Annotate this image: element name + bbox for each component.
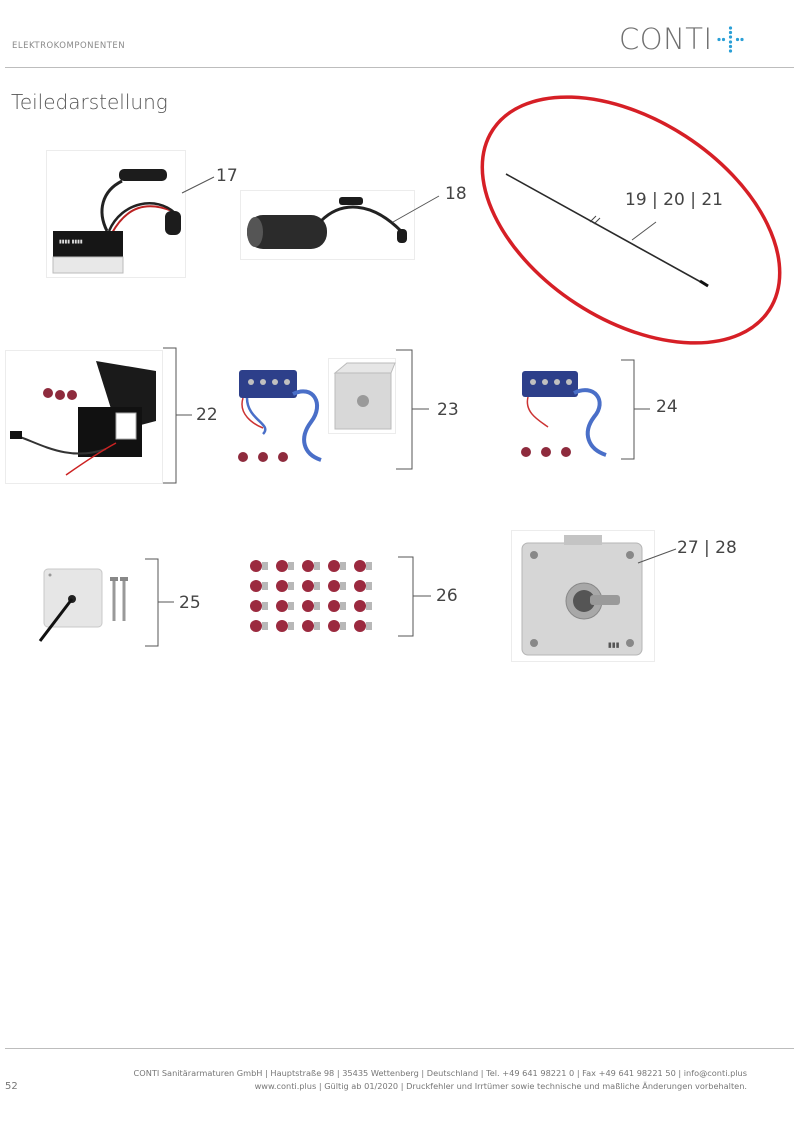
callout-18: 18: [445, 184, 467, 204]
header-rule: [5, 67, 794, 68]
callout-27-28: 27 | 28: [677, 538, 737, 558]
sensor-illustration: [247, 197, 407, 249]
callout-25: 25: [179, 593, 201, 613]
housing-23-image: [328, 358, 396, 434]
footer-validity-line: www.conti.plus | Gültig ab 01/2020 | Dru…: [254, 1081, 747, 1091]
antenna-rod-illustration: [505, 173, 709, 288]
part-17-image: ▮▮▮▮ ▮▮▮▮: [46, 150, 186, 278]
callout-24: 24: [656, 397, 678, 417]
page-title: Teiledarstellung: [11, 90, 168, 114]
module-23-illustration: [238, 370, 322, 462]
page-number: 52: [5, 1081, 18, 1092]
logo-cross-icon: [717, 26, 744, 53]
svg-text:▮▮▮: ▮▮▮: [608, 641, 620, 649]
junction-box-illustration: [10, 361, 156, 476]
part-18-image: [240, 190, 415, 260]
callout-22: 22: [196, 405, 218, 425]
bracket-24: [621, 359, 650, 460]
key-switch-box-illustration: ▮▮▮: [521, 535, 643, 656]
leader-line-27-28: [637, 548, 677, 564]
callout-23: 23: [437, 400, 459, 420]
plug-grid-illustration: [250, 560, 372, 632]
part-22-image: [5, 350, 163, 484]
section-label: ELEKTROKOMPONENTEN: [12, 41, 126, 51]
part-27-28-image: ▮▮▮: [511, 530, 655, 662]
leader-line-17: [181, 176, 215, 194]
bracket-25: [145, 558, 174, 647]
control-unit-illustration: ▮▮▮▮ ▮▮▮▮: [52, 169, 181, 274]
gray-housing-illustration: [333, 362, 396, 430]
bracket-22: [163, 347, 192, 484]
footer-company-line: CONTI Sanitärarmaturen GmbH | Hauptstraß…: [133, 1068, 747, 1078]
bracket-26: [398, 556, 431, 637]
logo-text: CONTI: [619, 22, 713, 56]
footer-rule: [5, 1048, 794, 1049]
leader-line-18: [392, 195, 440, 223]
conti-logo: CONTI: [619, 22, 749, 56]
module-24-illustration: [521, 371, 607, 457]
bracket-23: [396, 349, 429, 470]
callout-26: 26: [436, 586, 458, 606]
callout-17: 17: [216, 166, 238, 186]
wall-plate-illustration: [38, 568, 128, 642]
svg-text:▮▮▮▮ ▮▮▮▮: ▮▮▮▮ ▮▮▮▮: [59, 239, 83, 245]
antenna-highlight-ellipse: [480, 95, 782, 345]
callout-19-20-21: 19 | 20 | 21: [625, 190, 723, 210]
